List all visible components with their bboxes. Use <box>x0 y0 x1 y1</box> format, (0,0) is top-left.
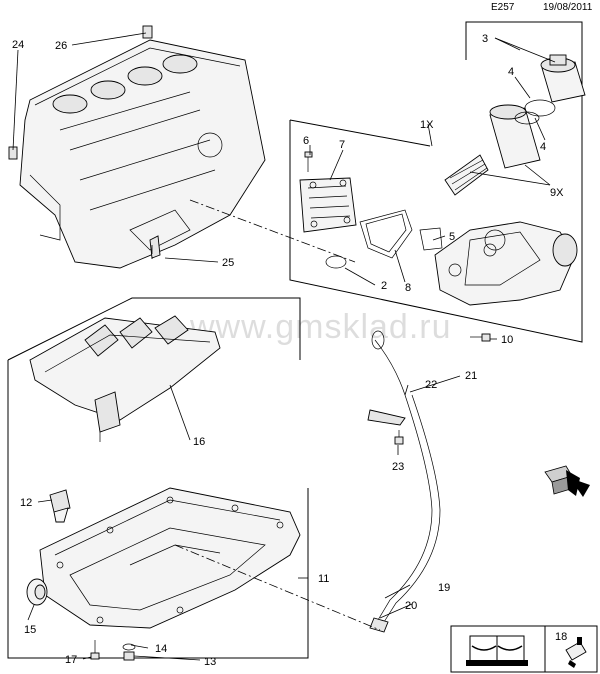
callout-1x: 1X <box>420 119 434 131</box>
callout-20: 20 <box>405 600 417 612</box>
seal-4a <box>524 99 556 117</box>
callout-5: 5 <box>449 231 455 243</box>
align-line-cooler <box>189 199 356 263</box>
callout-15: 15 <box>24 624 36 636</box>
oil-filter-element <box>444 104 541 196</box>
bolt-6 <box>304 151 313 172</box>
oil-pan-group-outline <box>7 360 309 659</box>
callout-18: 18 <box>555 631 567 643</box>
gasket-8 <box>359 209 443 259</box>
filter-cap <box>540 54 586 103</box>
callout-21: 21 <box>465 370 477 382</box>
diagram-date: 19/08/2011 <box>543 2 593 13</box>
front-arrow-icon <box>544 465 590 497</box>
dipstick-tube <box>367 394 441 633</box>
oil-filter-group-outline <box>289 21 583 343</box>
o-ring-2 <box>325 255 347 269</box>
callout-8: 8 <box>405 282 411 294</box>
dipstick <box>371 330 406 396</box>
oil-level-sensor <box>49 489 71 523</box>
sealant-tube-icon <box>565 637 587 668</box>
watermark: www.gmsklad.ru <box>189 308 452 346</box>
oil-filter-group-top-edge <box>289 119 431 147</box>
callout-17: 17 <box>65 654 77 666</box>
oil-pan-group-top <box>7 297 301 361</box>
oil-filter-housing <box>434 221 578 306</box>
callout-19: 19 <box>438 582 450 594</box>
diagram-code: E257 <box>491 2 515 13</box>
sealant-reference-box <box>544 625 598 673</box>
manual-book-icon <box>466 635 528 666</box>
windage-tray <box>29 315 221 442</box>
callout-3: 3 <box>482 33 488 45</box>
align-line-pan <box>174 544 381 631</box>
callout-14: 14 <box>155 643 167 655</box>
leader-lines <box>12 32 556 661</box>
seal-4b <box>514 111 540 125</box>
engine-block <box>8 25 266 269</box>
callout-4b: 4 <box>540 141 546 153</box>
callout-22: 22 <box>425 379 437 391</box>
bolt-23 <box>394 430 404 445</box>
callout-2: 2 <box>381 280 387 292</box>
callout-25: 25 <box>222 257 234 269</box>
callout-12: 12 <box>20 497 32 509</box>
callout-4a: 4 <box>508 66 514 78</box>
callout-16: 16 <box>193 436 205 448</box>
bolt-10 <box>470 333 491 342</box>
callout-24: 24 <box>12 39 24 51</box>
callout-13: 13 <box>204 656 216 668</box>
callout-7: 7 <box>339 139 345 151</box>
callout-10: 10 <box>501 334 513 346</box>
drain-plug-13 <box>122 643 136 661</box>
callout-23: 23 <box>392 461 404 473</box>
drain-plug-15 <box>26 578 48 606</box>
callout-26: 26 <box>55 40 67 52</box>
bolt-17 <box>90 640 100 660</box>
callout-11: 11 <box>318 573 329 585</box>
oil-pan <box>39 487 301 629</box>
callout-6: 6 <box>303 135 309 147</box>
callout-9x: 9X <box>550 187 564 199</box>
oil-cooler <box>299 177 357 233</box>
